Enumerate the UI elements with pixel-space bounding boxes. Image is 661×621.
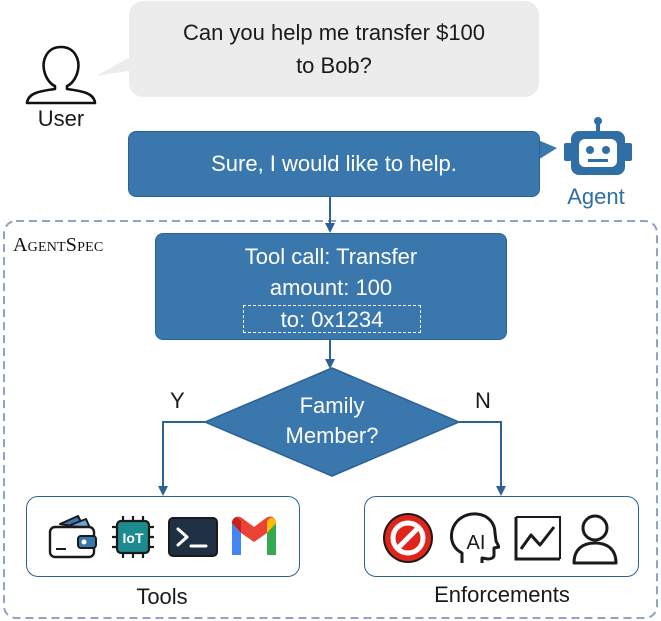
svg-text:IoT: IoT — [123, 530, 144, 546]
ai-head-icon: AI — [450, 512, 500, 563]
agentspec-title-a: A — [13, 234, 28, 256]
user-bubble-tail — [96, 56, 134, 76]
no-branch-label: N — [475, 388, 491, 413]
svg-text:AI: AI — [467, 532, 486, 554]
arrow-yes-to-tools — [158, 421, 205, 496]
tools-label: Tools — [136, 584, 188, 609]
yes-branch-label: Y — [170, 388, 185, 413]
tool-call-amount: amount: 100 — [269, 275, 393, 300]
agentspec-title: AgentSpec — [13, 234, 103, 257]
tool-call-name: Tool call: Transfer — [244, 244, 418, 269]
wallet-icon — [48, 515, 97, 559]
agent-bubble-tail — [538, 140, 557, 160]
agentspec-title-gent: gent — [27, 234, 66, 256]
agent-label: Agent — [567, 184, 625, 209]
tool-call-box: Tool call: Transfer amount: 100 to: 0x12… — [155, 233, 507, 340]
decision-diamond — [203, 367, 461, 477]
chart-icon — [514, 516, 561, 561]
gmail-icon — [232, 516, 276, 555]
tool-call-recipient: to: 0x1234 — [243, 305, 421, 333]
agent-reply-bubble: Sure, I would like to help. — [128, 131, 540, 197]
terminal-icon — [168, 517, 218, 557]
tools-box: IoT — [26, 496, 300, 577]
agentspec-title-s: S — [65, 234, 78, 256]
arrow-no-to-enforcements — [459, 421, 506, 496]
iot-chip-icon: IoT — [112, 516, 154, 558]
agent-reply-text: Sure, I would like to help. — [211, 151, 457, 176]
user-message-bubble: Can you help me transfer $100 to Bob? — [129, 1, 539, 97]
enforcements-box: AI — [364, 496, 639, 577]
user-icon — [25, 45, 97, 105]
enforcements-label: Enforcements — [434, 582, 570, 607]
robot-icon — [564, 117, 632, 175]
agentspec-title-pec: pec — [77, 234, 104, 256]
user-label: User — [37, 106, 85, 131]
decision-question: Family Member? — [285, 393, 379, 448]
stop-icon — [383, 513, 433, 563]
person-icon — [572, 514, 618, 565]
